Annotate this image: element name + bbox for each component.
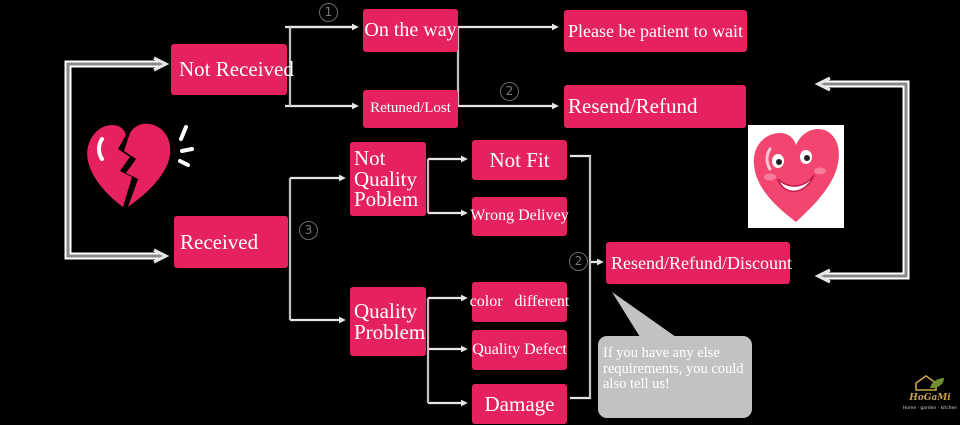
node-on-the-way: On the way [363,9,458,52]
node-not-fit: Not Fit [472,140,567,180]
smiling-heart-icon [753,129,839,222]
node-quality-defect: Quality Defect [472,330,567,370]
node-quality-problem: Quality Problem [350,287,426,356]
step-marker-2-bottom: 2 [569,252,588,271]
connector-not-quality [426,159,465,213]
step-marker-2-top: 2 [500,82,519,101]
node-wrong-delivery: Wrong Delivey [470,197,569,236]
node-not-quality-problem: Not Quality Poblem [350,142,426,216]
node-returned-lost: Retuned/Lost [363,90,458,128]
logo-wordmark: HoGaMi [909,393,951,403]
connector-to-discount [570,154,601,400]
node-resend-refund-discount: Resend/Refund/Discount [606,242,792,284]
node-received: Received [174,216,288,268]
broken-heart-icon [87,123,194,207]
connector-quality [426,298,465,403]
node-color-different: color different [470,282,569,322]
brand-logo: HoGaMi Home · garden · kitchen [900,372,960,420]
logo-tagline: Home · garden · kitchen [902,406,958,411]
house-leaf-icon [915,375,944,391]
connector-not-received [285,25,356,106]
step-marker-3: 3 [299,221,318,240]
node-not-received: Not Received [171,44,294,95]
step-marker-1: 1 [319,3,338,22]
happy-heart-panel [748,125,844,228]
connector-received [288,178,343,320]
speech-bubble: If you have any else requirements, you c… [598,336,752,418]
node-please-wait: Please be patient to wait [564,10,747,52]
node-damage: Damage [472,384,567,424]
node-resend-refund: Resend/Refund [564,85,746,128]
